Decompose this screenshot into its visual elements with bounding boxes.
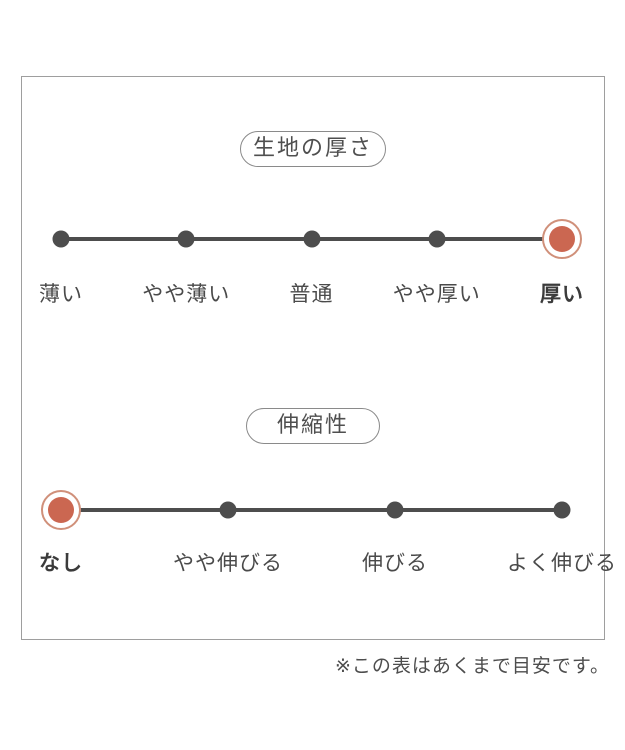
scale-dot bbox=[177, 230, 195, 248]
scale-title-stretch: 伸縮性 bbox=[246, 408, 380, 444]
scale-dot-selected bbox=[549, 226, 575, 252]
scale-tick-label: やや薄い bbox=[142, 282, 231, 306]
scale-tick-label: やや伸びる bbox=[173, 551, 283, 575]
scale-tick-label: やや厚い bbox=[392, 282, 481, 306]
scale-dot bbox=[52, 230, 70, 248]
disclaimer-note: ※この表はあくまで目安です。 bbox=[334, 655, 610, 677]
scale-tick-label: なし bbox=[39, 551, 83, 575]
scale-tick-label: よく伸びる bbox=[507, 551, 617, 575]
scale-dot bbox=[553, 501, 571, 519]
scale-tick-label: 厚い bbox=[540, 282, 584, 306]
chart-frame: 生地の厚さ 薄い やや薄い 普通 やや厚い 厚い 伸縮性 なし やや伸びる 伸びる よく伸びる bbox=[21, 76, 616, 640]
scale-line bbox=[61, 508, 562, 512]
scale-title-thickness: 生地の厚さ bbox=[239, 131, 387, 167]
scale-dot bbox=[219, 501, 237, 519]
scale-dot-selected bbox=[48, 497, 74, 523]
scale-tick-label: 普通 bbox=[289, 282, 334, 306]
scale-tick-label: 薄い bbox=[39, 282, 83, 306]
scale-dot bbox=[428, 230, 446, 248]
scale-tick-label: 伸びる bbox=[362, 551, 428, 575]
scale-dot bbox=[386, 501, 404, 519]
scale-dot bbox=[303, 230, 320, 248]
